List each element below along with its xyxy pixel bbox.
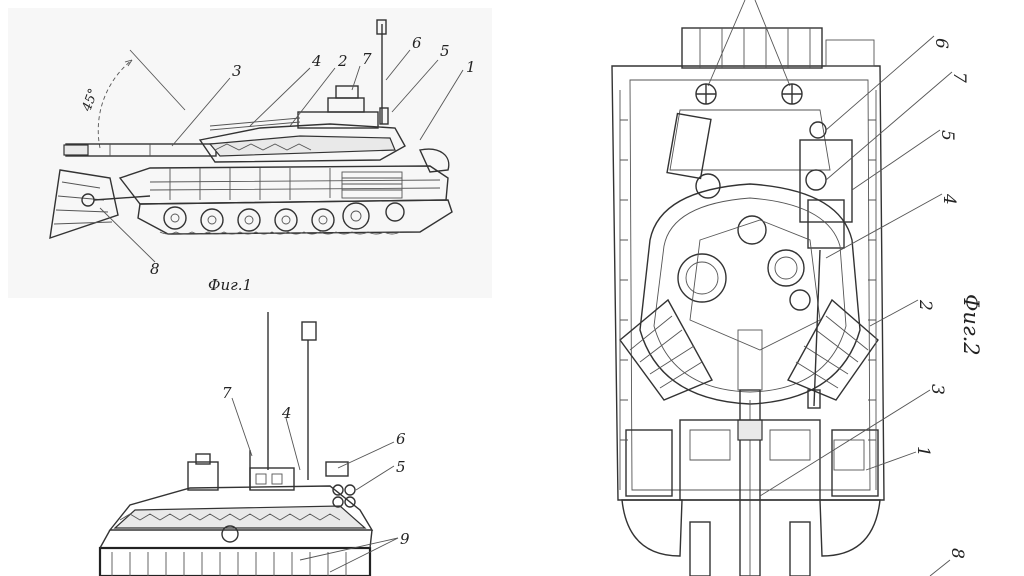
fig2-callout-1: 1 (913, 446, 933, 457)
fig3-callout-6: 6 (396, 430, 406, 448)
fig1-callout-5: 5 (440, 42, 450, 60)
fig3-callout-5: 5 (396, 458, 406, 476)
figure-2-top-view: 6 7 5 4 2 3 1 8 Фиг.2 (611, 0, 983, 576)
fig2-callout-6: 6 (931, 38, 951, 49)
figure-1-side-view: 45° (8, 8, 492, 298)
fig2-callout-4: 4 (939, 193, 959, 205)
fig1-callout-8: 8 (150, 260, 160, 278)
fig3-callout-9: 9 (400, 530, 410, 548)
fig1-caption: Фиг.1 (208, 276, 252, 294)
fig2-callout-8: 8 (947, 548, 967, 559)
fig1-callout-4: 4 (311, 52, 322, 70)
fig1-callout-2: 2 (337, 52, 348, 70)
fig1-callout-3: 3 (232, 62, 242, 80)
fig3-callout-4: 4 (281, 404, 292, 422)
fig2-caption: Фиг.2 (959, 294, 983, 356)
fig2-callout-7: 7 (949, 72, 969, 83)
fig2-callout-2: 2 (915, 299, 935, 311)
fig1-callout-6: 6 (412, 34, 422, 52)
fig2-callout-3: 3 (927, 384, 947, 395)
fig3-callout-7: 7 (222, 384, 232, 402)
fig2-callout-5: 5 (937, 130, 957, 141)
fig1-callout-1: 1 (466, 58, 476, 76)
fig1-callout-7: 7 (362, 50, 372, 68)
figure-3-front-view: 7 4 6 5 9 (98, 312, 410, 576)
